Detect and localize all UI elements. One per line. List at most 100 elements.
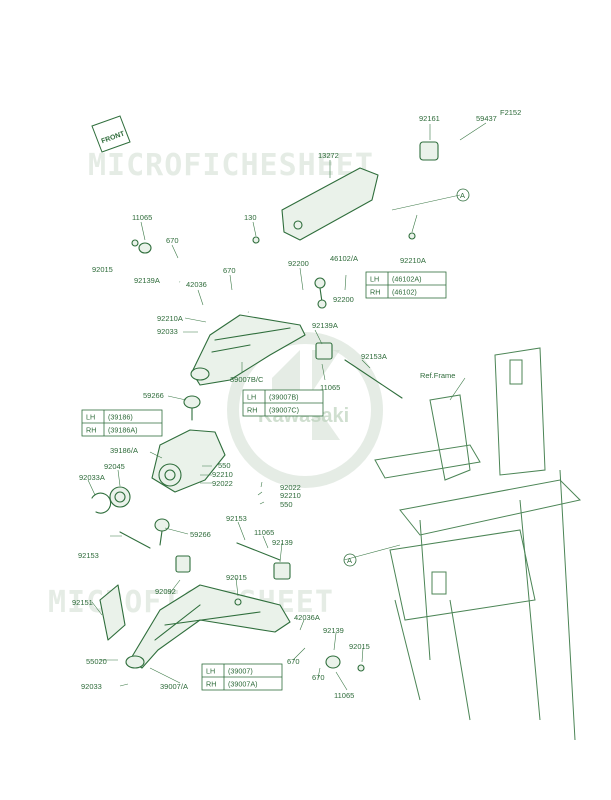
bolt-92153-mid [236, 542, 281, 561]
label-39007bc: 39007B/C [230, 375, 264, 384]
label-92151: 92151 [72, 598, 93, 607]
svg-text:(46102): (46102) [392, 288, 417, 297]
svg-text:A: A [347, 556, 352, 565]
label-92015-b: 92015 [226, 573, 247, 582]
label-59266-a: 59266 [143, 391, 164, 400]
svg-text:RH: RH [370, 288, 380, 297]
svg-text:(39186): (39186) [108, 413, 133, 422]
label-92161: 92161 [419, 114, 440, 123]
label-11065-mid: 11065 [320, 383, 340, 392]
nut-92015 [131, 239, 139, 247]
bracket-hole [293, 220, 303, 230]
label-55020: 55020 [86, 657, 107, 666]
label-11065-top: 11065 [132, 213, 152, 222]
front-direction-tag: FRONT [91, 115, 131, 153]
table-39186: LH (39186) RH (39186A) [81, 409, 163, 437]
table-39007b: LH (39007B) RH (39007C) [242, 389, 324, 417]
svg-text:LH: LH [86, 413, 95, 422]
bushing-lower-left [175, 555, 191, 573]
svg-text:RH: RH [247, 406, 257, 415]
label-39186a: 39186/A [110, 446, 138, 455]
svg-text:(39007B): (39007B) [269, 393, 299, 402]
label-11065-bottom: 11065 [334, 691, 354, 700]
label-92139a-a: 92139A [134, 276, 160, 285]
label-92045: 92045 [104, 462, 125, 471]
label-92153a: 92153A [361, 352, 387, 361]
label-550-a: 550 [218, 461, 231, 470]
svg-text:(46102A): (46102A) [392, 275, 422, 284]
label-92033-b: 92033 [81, 682, 102, 691]
label-92153-mid: 92153 [226, 514, 247, 523]
label-11065-lower: 11065 [254, 528, 274, 537]
label-ref-frame: Ref.Frame [420, 371, 455, 380]
bolt-92153-left [119, 531, 151, 549]
table-46102: LH (46102A) RH (46102) [365, 271, 447, 299]
ball-joint-upper [183, 395, 201, 421]
label-670-d: 670 [312, 673, 325, 682]
table-39007: LH (39007) RH (39007A) [201, 663, 283, 691]
label-670-b: 670 [223, 266, 236, 275]
bolt-92153a [344, 359, 403, 399]
label-39007a: 39007/A [160, 682, 188, 691]
lower-a-arm [125, 584, 291, 669]
svg-text:(39007C): (39007C) [269, 406, 299, 415]
nut-92015-lower [234, 598, 242, 606]
bushing-upper-right [315, 342, 333, 360]
label-92210-a: 92210 [212, 470, 233, 479]
svg-text:A: A [460, 191, 465, 200]
label-92153-left: 92153 [78, 551, 99, 560]
label-92022-a: 92022 [212, 479, 233, 488]
label-92210a-right: 92210A [400, 256, 426, 265]
label-92210-b: 92210 [280, 491, 301, 500]
label-550-b: 550 [280, 500, 293, 509]
label-670-a: 670 [166, 236, 179, 245]
label-130: 130 [244, 213, 257, 222]
nut-92210a [408, 232, 416, 240]
bushing-11065-top [138, 242, 152, 254]
bushing-lower-right [273, 562, 291, 580]
vehicle-frame [374, 347, 582, 741]
label-92200-a: 92200 [288, 259, 309, 268]
bracket-13272 [281, 167, 379, 241]
label-59266-b: 59266 [190, 530, 211, 539]
label-92139a-b: 92139A [312, 321, 338, 330]
label-92015-a: 92015 [92, 265, 113, 274]
label-92139-a: 92139 [272, 538, 293, 547]
label-13272: 13272 [318, 151, 339, 160]
label-92092: 92092 [155, 587, 176, 596]
stabilizer-bushing [419, 141, 439, 161]
steering-knuckle [151, 429, 226, 493]
figure-code: F2152 [500, 108, 521, 117]
stabilizer-link [314, 277, 327, 309]
svg-text:(39007): (39007) [228, 667, 253, 676]
snap-ring-92033a [91, 492, 112, 514]
label-92210a-left: 92210A [157, 314, 183, 323]
label-92015-c: 92015 [349, 642, 370, 651]
stabilizer-bar [357, 141, 543, 303]
bearing-92045 [109, 486, 131, 508]
nut-130 [252, 236, 260, 244]
svg-text:LH: LH [206, 667, 215, 676]
ball-joint-lower [154, 518, 170, 546]
guard-55020 [99, 584, 126, 641]
nut-92015-bottom [357, 664, 365, 672]
svg-text:(39186A): (39186A) [108, 426, 138, 435]
watermark-top: MICROFICHESHEET [88, 148, 374, 183]
svg-text:(39007A): (39007A) [228, 680, 258, 689]
label-59437: 59437 [476, 114, 497, 123]
label-92139-b: 92139 [323, 626, 344, 635]
upper-a-arm [179, 280, 306, 386]
label-42036a: 42036A [294, 613, 320, 622]
label-92200-b: 92200 [333, 295, 354, 304]
label-42036: 42036 [186, 280, 207, 289]
label-92022-b: 92022 [280, 483, 301, 492]
svg-text:LH: LH [370, 275, 379, 284]
svg-text:RH: RH [206, 680, 216, 689]
collar-lower [325, 655, 341, 669]
callout-a-top: A [456, 188, 470, 202]
label-46102a: 46102/A [330, 254, 358, 263]
callout-a-frame: A [343, 553, 357, 567]
label-92033: 92033 [157, 327, 178, 336]
label-92033a: 92033A [79, 473, 105, 482]
